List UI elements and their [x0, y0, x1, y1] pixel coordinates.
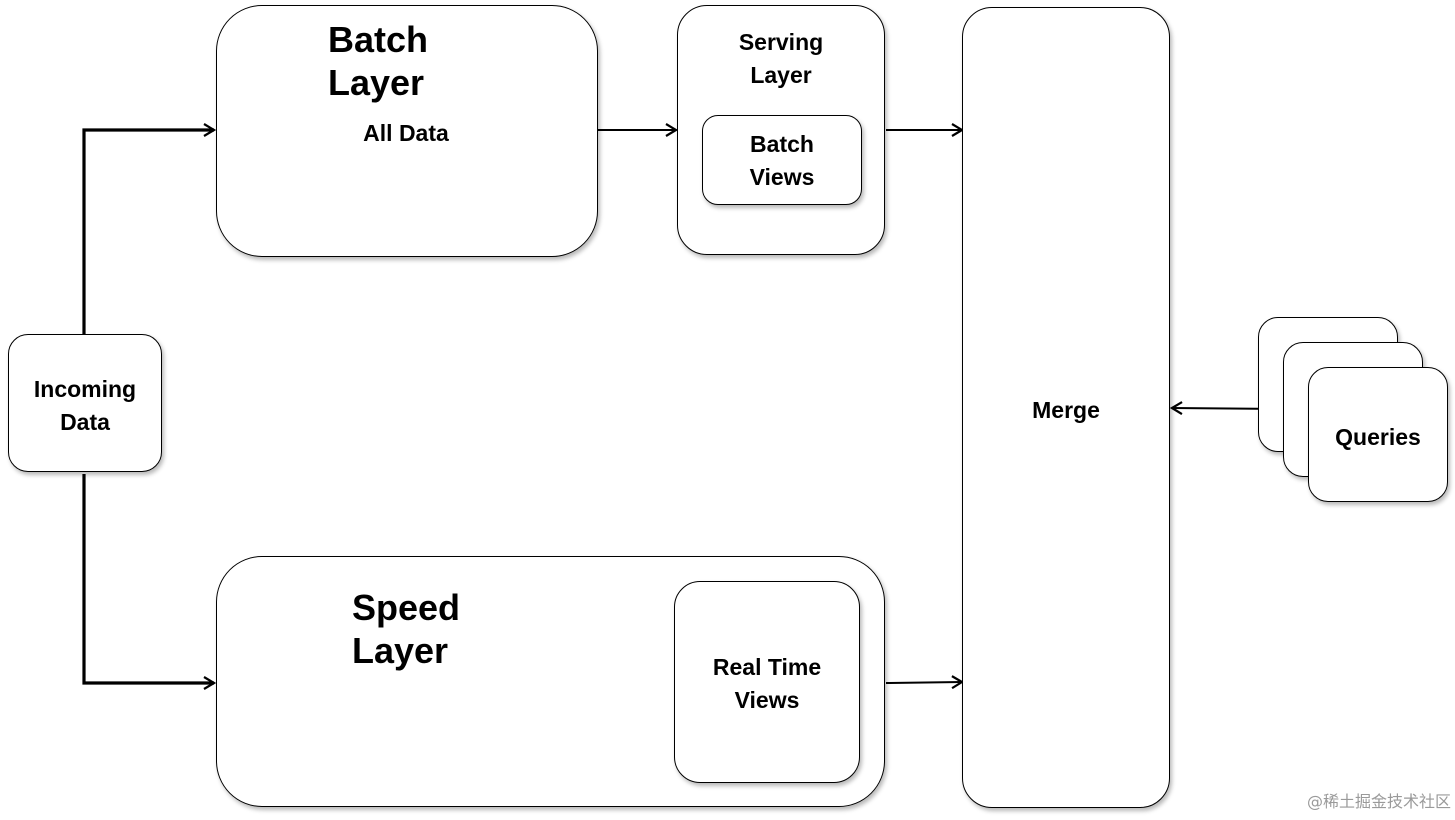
incoming-data-label: Incoming Data [33, 376, 137, 435]
arrow-speed-to-merge [885, 682, 962, 683]
all-data-label: All Data [363, 120, 449, 146]
real-time-views-label: Real Time Views [712, 654, 822, 713]
real-time-views-box [674, 581, 860, 783]
merge-box [962, 7, 1170, 808]
speed-layer-title: Speed Layer [352, 587, 461, 671]
watermark: @稀土掘金技术社区 [1306, 792, 1451, 811]
batch-layer-title: Batch Layer [328, 19, 429, 103]
batch-views-label: Batch Views [749, 131, 815, 190]
queries-label: Queries [1335, 424, 1421, 450]
batch-layer-box [216, 5, 598, 257]
batch-views-box [702, 115, 862, 205]
queries-box [1308, 367, 1448, 502]
arrow-incoming-to-batch [82, 130, 214, 334]
arrow-incoming-to-speed [82, 474, 214, 683]
serving-layer-title: Serving Layer [738, 29, 824, 88]
incoming-data-box [8, 334, 162, 472]
merge-label: Merge [1032, 397, 1100, 423]
